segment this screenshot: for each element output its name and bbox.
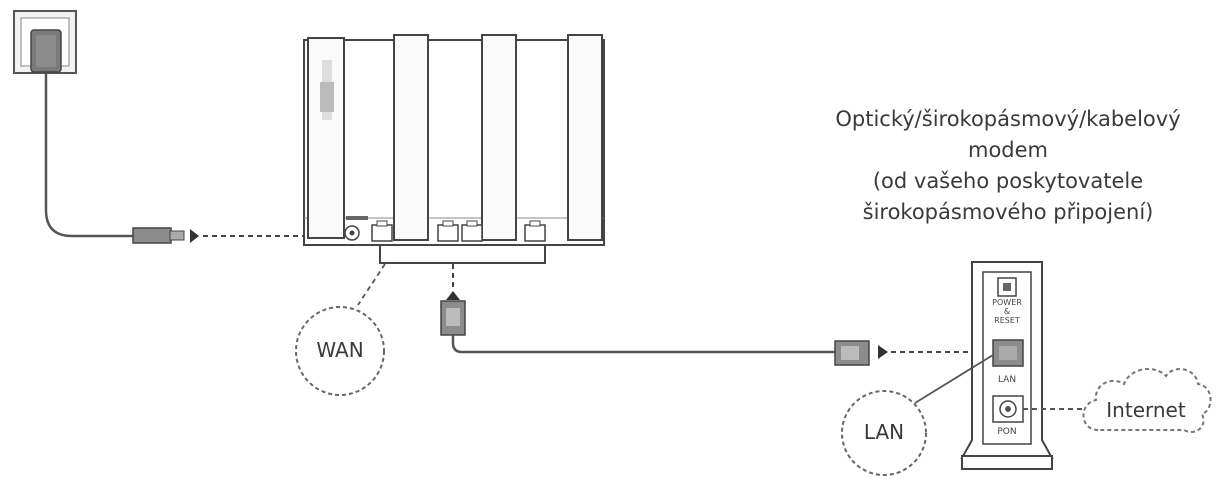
modem-lan-port-label: LAN (997, 375, 1017, 385)
wan-circle (295, 306, 385, 396)
wan-pointer (357, 263, 386, 306)
modem-lan-port (992, 339, 1024, 367)
internet-label: Internet (1106, 398, 1186, 422)
internet-cloud (1082, 368, 1212, 433)
power-reset-line-2: & (1003, 307, 1011, 316)
power-reset-line-3: RESET (994, 316, 1020, 325)
router-antenna-4 (567, 34, 603, 241)
router-lan-port-1 (437, 220, 459, 242)
modem-power-reset-label: POWER & RESET (983, 298, 1031, 325)
lan-label: LAN (863, 420, 905, 444)
router-lan-port-3 (524, 220, 546, 242)
ethernet-cable (451, 335, 835, 354)
router-wan-port (371, 220, 393, 242)
modem-power-button (997, 277, 1017, 297)
power-arrow (190, 229, 199, 243)
modem-cable-arrow (878, 345, 888, 359)
modem-caption-line-4: širokopásmového připojení) (862, 200, 1154, 224)
modem-pon-port-label: PON (997, 427, 1017, 437)
router-power-port (344, 216, 368, 241)
power-cable (44, 73, 133, 238)
router-antenna-1 (307, 37, 345, 239)
lan-circle (841, 390, 927, 476)
ethernet-plug-modem (834, 340, 870, 366)
modem-caption-line-3: (od vašeho poskytovatele (872, 169, 1144, 193)
modem-caption: Optický/širokopásmový/kabelový modem (od… (820, 104, 1196, 228)
wan-label: WAN (316, 338, 364, 362)
router-antenna-2 (393, 34, 429, 241)
router (303, 39, 605, 246)
router-base (379, 244, 546, 264)
power-adapter (30, 29, 62, 73)
power-plug (132, 227, 185, 244)
lan-pointer (914, 354, 994, 404)
router-antenna-3 (481, 34, 517, 241)
router-cable-arrow (446, 291, 460, 300)
router-lan-port-2 (461, 220, 483, 242)
power-reset-line-1: POWER (992, 298, 1022, 307)
modem-caption-line-1: Optický/širokopásmový/kabelový (835, 107, 1181, 131)
modem-pon-port (992, 395, 1024, 423)
ethernet-plug-router (440, 300, 466, 336)
modem-caption-line-2: modem (967, 138, 1048, 162)
